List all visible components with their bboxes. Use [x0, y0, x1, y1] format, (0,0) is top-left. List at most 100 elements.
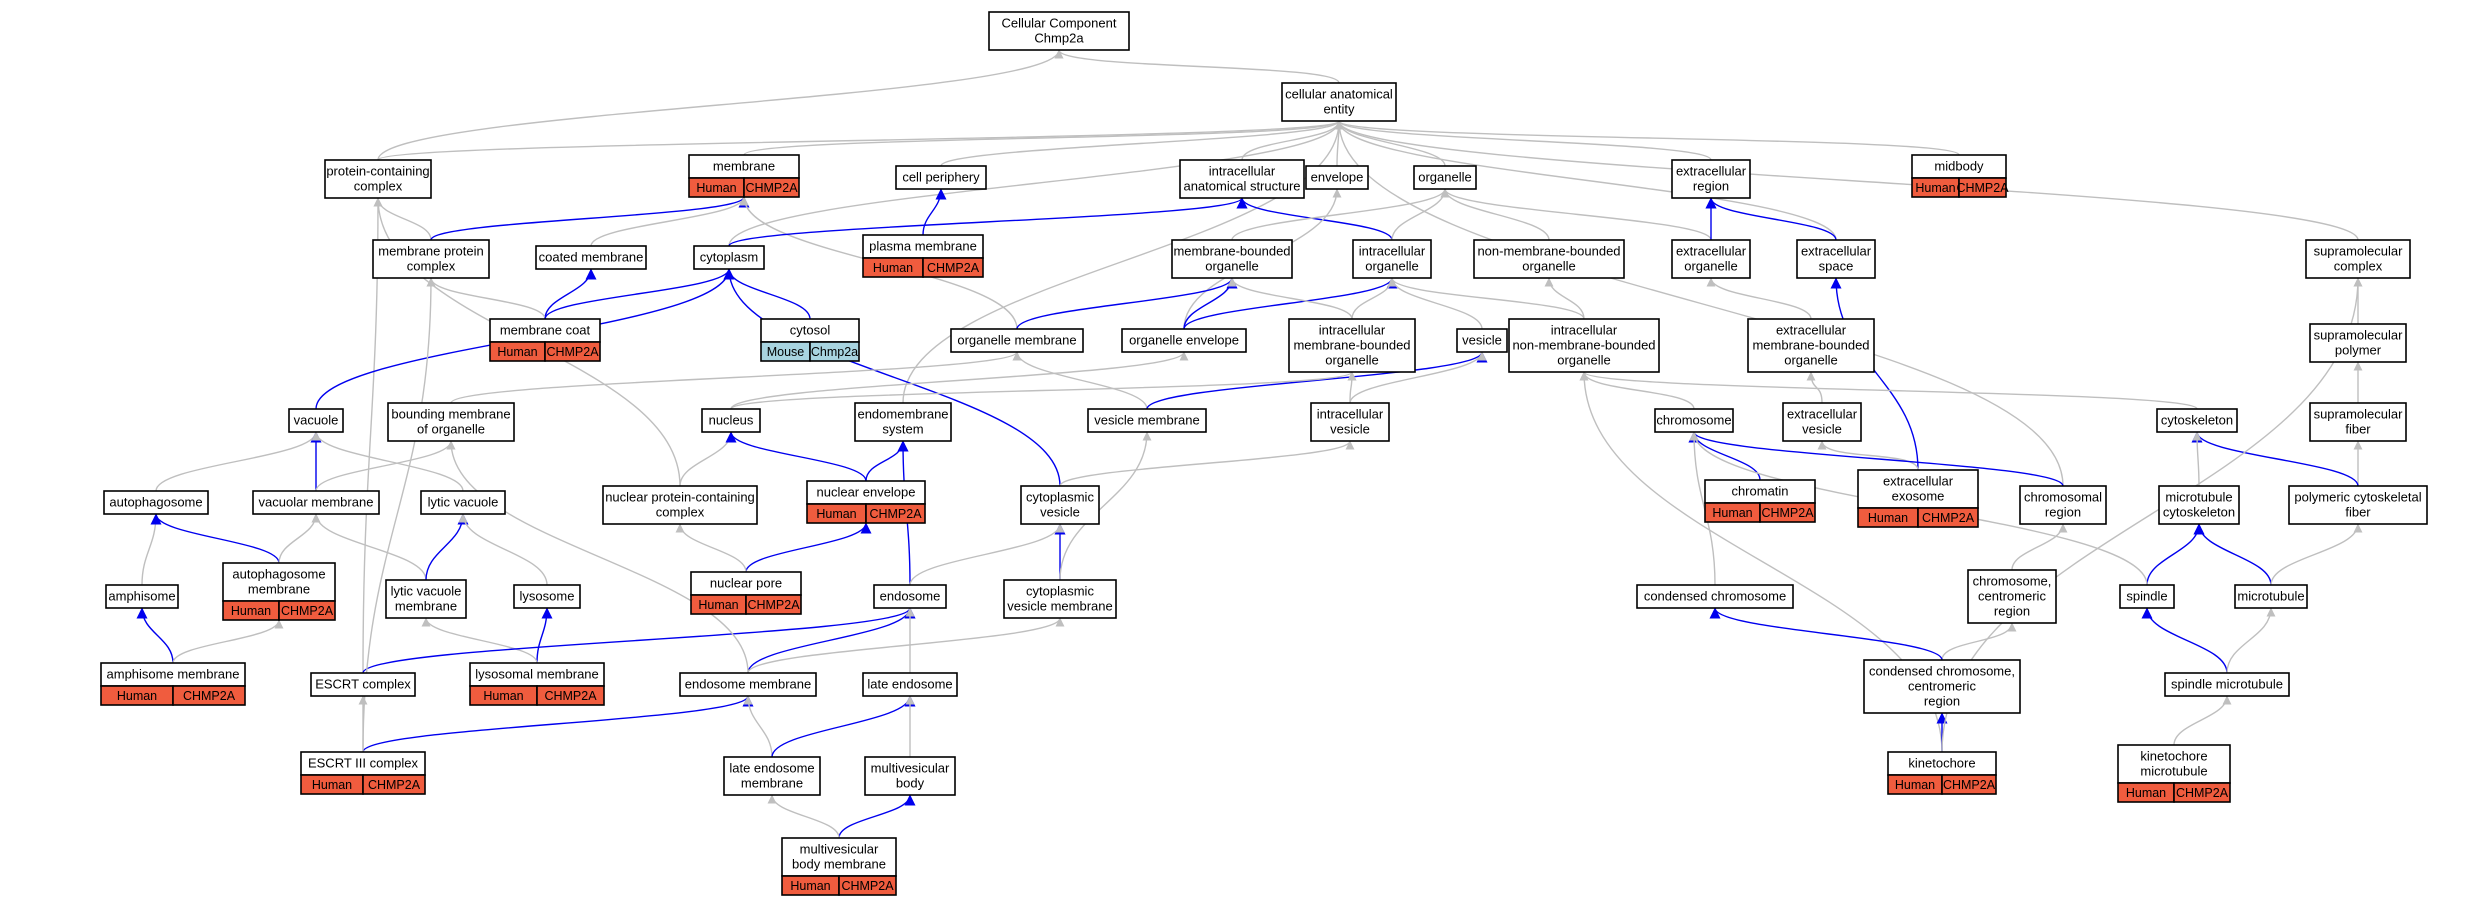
- go-term-nucleus[interactable]: nucleus: [701, 408, 761, 433]
- term-label: membrane-bounded: [1173, 244, 1290, 259]
- annotation-label: CHMP2A: [183, 689, 236, 703]
- term-label: intracellular: [1359, 244, 1426, 259]
- term-label: centromeric: [1978, 589, 2046, 604]
- annotation-label: Human: [1712, 506, 1752, 520]
- go-term-envelope[interactable]: envelope: [1305, 165, 1369, 190]
- term-box: [103, 490, 209, 515]
- go-term-spindle[interactable]: spindle: [2119, 584, 2175, 609]
- term-label: membrane: [395, 599, 457, 614]
- go-term-chromosome[interactable]: chromosome: [1654, 408, 1734, 433]
- go-term-cellper[interactable]: cell periphery: [895, 165, 987, 190]
- go-term-vacmem[interactable]: vacuolar membrane: [252, 490, 380, 515]
- edge-cvm-to-vesmem: [1059, 431, 1152, 581]
- go-term-cytoskel[interactable]: cytoskeleton: [2156, 408, 2238, 433]
- go-term-orgmem[interactable]: organelle membrane: [950, 328, 1084, 353]
- edge-lysmem-to-lvm: [421, 617, 538, 664]
- go-term-coatedmem[interactable]: coated membrane: [535, 245, 647, 270]
- term-label: membrane protein: [378, 244, 484, 259]
- go-term-endosome[interactable]: endosome: [873, 584, 947, 609]
- term-box: [105, 584, 179, 609]
- edge-supramol-to-cae: [1334, 120, 2359, 241]
- go-term-endomembrane[interactable]: endosome membrane: [679, 672, 817, 697]
- term-label: entity: [1323, 102, 1355, 117]
- go-term-amphisome[interactable]: amphisome: [105, 584, 179, 609]
- go-term-lysosome[interactable]: lysosome: [513, 584, 581, 609]
- go-term-lateendo[interactable]: late endosome: [862, 672, 958, 697]
- term-label: chromosome: [1656, 413, 1731, 428]
- edge-kmt-to-spindlemt: [2173, 695, 2232, 746]
- go-term-escrt[interactable]: ESCRT complex: [310, 672, 416, 697]
- edge-pcc-to-cc: [377, 49, 1064, 161]
- term-box: [222, 562, 336, 602]
- term-label: organelle: [1325, 353, 1379, 368]
- go-term-microtubule[interactable]: microtubule: [2234, 584, 2308, 609]
- edge-intorg-to-ias: [1236, 197, 1393, 241]
- go-term-vesicle[interactable]: vesicle: [1456, 328, 1508, 353]
- edge-mpc-to-membrane: [430, 196, 750, 241]
- go-term-inmbo[interactable]: intracellularnon-membrane-boundedorganel…: [1508, 318, 1660, 373]
- go-term-spindlemt[interactable]: spindle microtubule: [2164, 672, 2290, 697]
- go-term-organelle[interactable]: organelle: [1413, 165, 1477, 190]
- go-term-autophagosome[interactable]: autophagosome: [103, 490, 209, 515]
- term-label: region: [2045, 505, 2081, 520]
- go-term-vacuole[interactable]: vacuole: [288, 408, 344, 433]
- go-term-vesmem[interactable]: vesicle membrane: [1087, 408, 1207, 433]
- term-box: [2234, 584, 2308, 609]
- edge-pcc-to-cae: [377, 120, 1344, 161]
- go-term-orgenv[interactable]: organelle envelope: [1121, 328, 1247, 353]
- go-term-condchrom[interactable]: condensed chromosome: [1636, 584, 1794, 609]
- go-term-lyticvac[interactable]: lytic vacuole: [420, 490, 506, 515]
- annotation-cell-human: [743, 177, 800, 198]
- term-label: polymeric cytoskeletal: [2294, 490, 2421, 505]
- go-term-cytoplasm[interactable]: cytoplasm: [693, 245, 765, 270]
- term-box: [288, 408, 344, 433]
